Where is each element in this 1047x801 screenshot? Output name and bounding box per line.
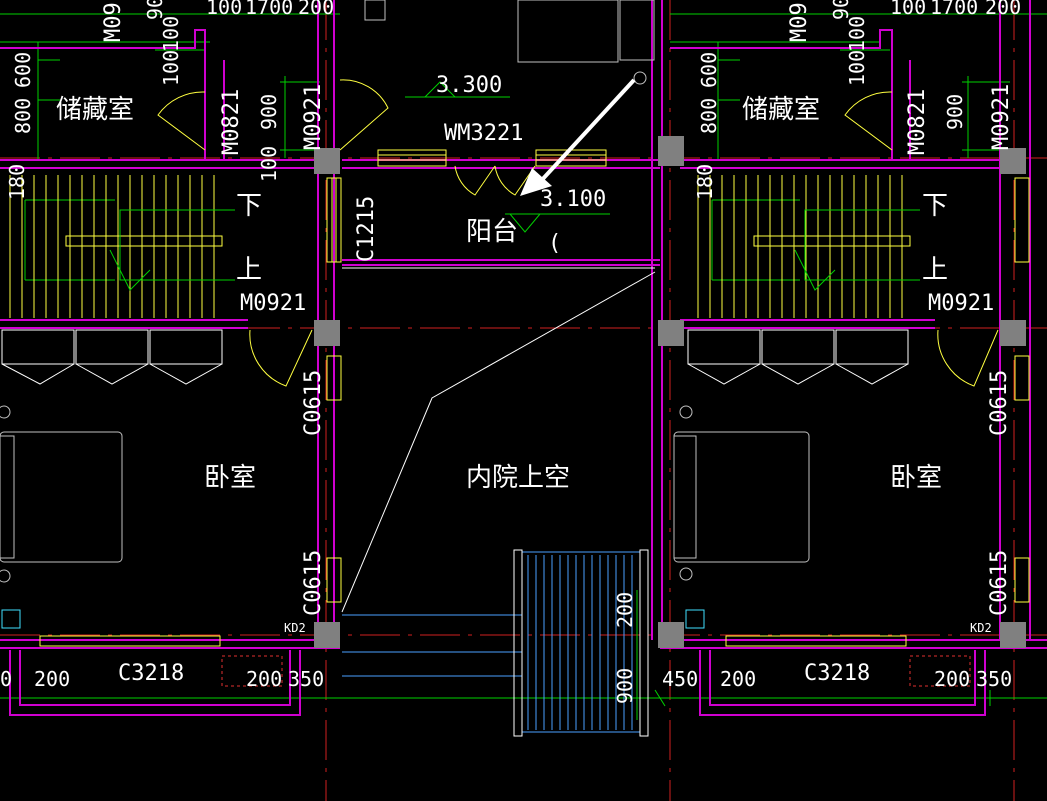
beds — [0, 405, 810, 583]
equipment-boxes — [221, 655, 971, 687]
dim-left-180: 180 — [5, 164, 29, 200]
dim-left-v-800: 800 — [11, 98, 35, 134]
dim-right-180: 180 — [693, 164, 717, 200]
room-labels: 储藏室 储藏室 阳台 内院上空 卧室 卧室 下 上 下 上 — [56, 95, 948, 493]
kd2-code-right: KD2 — [970, 621, 992, 635]
door-code-wm3221: WM3221 — [444, 121, 523, 146]
level-label-upper: 3.300 — [436, 73, 502, 98]
dim-top-left-0: 100 — [206, 0, 242, 19]
wardrobes — [1, 329, 909, 385]
dim-mid-200: 200 — [613, 592, 637, 628]
dim-left-100-b: 100 — [159, 16, 183, 52]
door-code-m0821-left: M0821 — [219, 89, 244, 155]
dim-left-100-a: 100 — [159, 50, 183, 86]
window-code-c1215: C1215 — [354, 196, 379, 262]
dim-bottom-left-3: 350 — [288, 667, 324, 691]
code-labels: WM3221 M0921 M0921 C3218 C3218 KD2 KD2 — [118, 121, 994, 686]
dim-bottom-right-1: 200 — [934, 667, 970, 691]
door-swings — [157, 79, 999, 387]
window-code-c3218-left: C3218 — [118, 661, 184, 686]
dim-bottom-left-2: 200 — [246, 667, 282, 691]
dim-bottom-left-0: 0 — [0, 667, 12, 691]
stairs — [9, 175, 903, 318]
stair-down-label-left: 下 — [236, 191, 262, 221]
window-code-c0615-a-left: C0615 — [301, 370, 326, 436]
stair-up-label-right: 上 — [922, 255, 948, 285]
balcony-label: 阳台 — [466, 217, 518, 247]
door-code-m0821-right: M0821 — [905, 89, 930, 155]
dim-right-90: 90 — [829, 0, 853, 20]
dim-right-100-a: 100 — [845, 50, 869, 86]
dim-left-100-c: 100 — [257, 146, 281, 182]
dim-top-left-1: 1700 — [245, 0, 293, 19]
dim-left-900: 900 — [257, 94, 281, 130]
stair-up-label-left: 上 — [236, 255, 262, 285]
annotation-arrow — [520, 78, 636, 196]
dimension-labels: 100 1700 200 100 1700 200 0 200 200 350 … — [0, 0, 1021, 691]
outdoor-stair — [342, 551, 641, 733]
courtyard-void-label: 内院上空 — [466, 463, 570, 493]
bedroom-label-left: 卧室 — [204, 463, 256, 493]
columns — [314, 136, 1026, 648]
dim-top-left-2: 200 — [298, 0, 334, 19]
dim-left-90: 90 — [143, 0, 167, 20]
dim-bottom-right-0: 200 — [720, 667, 756, 691]
windows — [39, 149, 1030, 647]
dim-top-right-0: 100 — [890, 0, 926, 19]
window-code-c3218-right: C3218 — [804, 661, 870, 686]
dim-left-v-600: 600 — [11, 52, 35, 88]
door-code-m0921-top-right: M0921 — [989, 84, 1014, 150]
balcony-bracket-mark: ( — [548, 231, 561, 256]
dim-right-900: 900 — [943, 94, 967, 130]
door-code-m0921-right: M0921 — [928, 291, 994, 316]
top-fixtures — [364, 0, 655, 85]
small-cyan-boxes — [1, 609, 705, 629]
stair-arrows — [109, 209, 920, 291]
window-code-c0615-b-right: C0615 — [987, 550, 1012, 616]
storage-room-label-left: 储藏室 — [56, 95, 134, 125]
dim-mid-900: 900 — [613, 668, 637, 704]
dim-right-100-b: 100 — [845, 16, 869, 52]
kd2-code-left: KD2 — [284, 621, 306, 635]
window-code-c0615-b-left: C0615 — [301, 550, 326, 616]
void-outline — [341, 267, 656, 613]
door-code-m09-top-left: M09 — [101, 2, 126, 42]
bedroom-label-right: 卧室 — [890, 463, 942, 493]
storage-room-label-right: 储藏室 — [742, 95, 820, 125]
dimension-lines — [0, 13, 1047, 720]
level-label-balcony: 3.100 — [540, 187, 606, 212]
door-code-m09-top-right: M09 — [787, 2, 812, 42]
walls — [0, 0, 1047, 716]
door-code-m0921-left: M0921 — [240, 291, 306, 316]
dim-top-right-1: 1700 — [930, 0, 978, 19]
dim-bottom-left-1: 200 — [34, 667, 70, 691]
stair-posts — [513, 549, 649, 737]
dim-bottom-mid-1: 450 — [662, 667, 698, 691]
dim-right-v-800: 800 — [697, 98, 721, 134]
dim-top-right-2: 200 — [985, 0, 1021, 19]
door-code-m0921-top-left: M0921 — [301, 84, 326, 150]
stair-down-label-right: 下 — [922, 191, 948, 221]
dim-right-v-600: 600 — [697, 52, 721, 88]
dim-bottom-right-2: 350 — [976, 667, 1012, 691]
window-code-c0615-a-right: C0615 — [987, 370, 1012, 436]
